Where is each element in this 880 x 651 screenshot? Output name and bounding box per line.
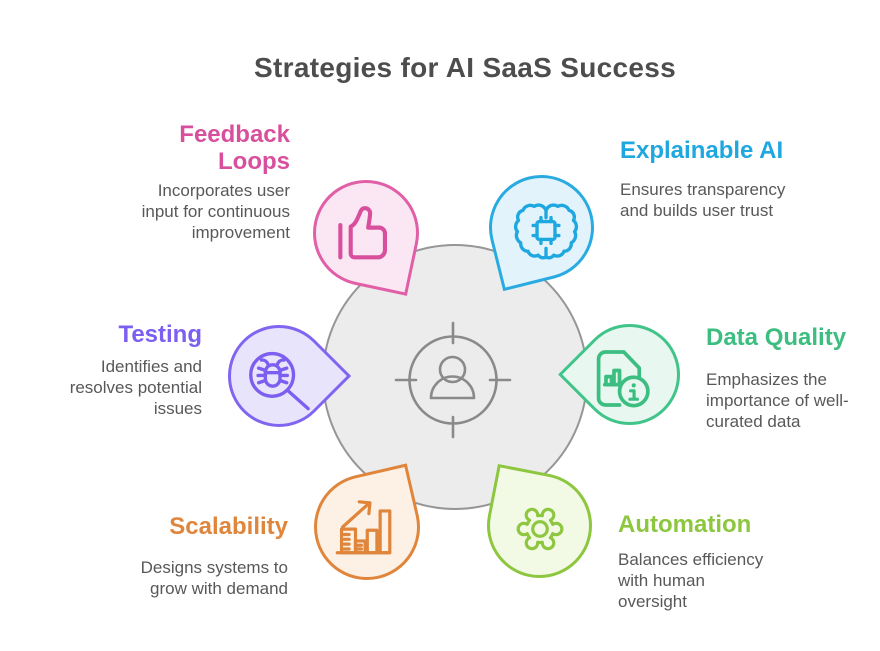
node-title-automation: Automation xyxy=(618,511,752,538)
node-automation: Automation Balances efficiency with huma… xyxy=(618,511,838,612)
node-explainable-ai: Explainable AI Ensures transparency and … xyxy=(620,137,850,221)
page-title: Strategies for AI SaaS Success xyxy=(254,52,676,83)
node-title-scalability: Scalability xyxy=(169,513,288,540)
node-title-feedback-loops: Feedback Loops xyxy=(179,121,290,175)
gear-icon xyxy=(515,504,565,554)
node-desc-data-quality: Emphasizes the importance of well- curat… xyxy=(706,370,849,431)
node-data-quality: Data Quality Emphasizes the importance o… xyxy=(706,324,880,432)
node-desc-scalability: Designs systems to grow with demand xyxy=(140,558,288,598)
node-title-explainable-ai: Explainable AI xyxy=(620,137,784,164)
node-desc-automation: Balances efficiency with human oversight xyxy=(618,550,764,611)
bug-search-icon xyxy=(246,349,314,412)
user-target-icon xyxy=(393,320,513,440)
node-desc-testing: Identifies and resolves potential issues xyxy=(69,357,202,418)
document-info-icon xyxy=(586,344,658,413)
node-desc-feedback-loops: Incorporates user input for continuous i… xyxy=(141,181,290,242)
node-title-testing: Testing xyxy=(118,321,202,348)
node-scalability: Scalability Designs systems to grow with… xyxy=(38,513,288,599)
node-title-data-quality: Data Quality xyxy=(706,324,847,351)
node-desc-explainable-ai: Ensures transparency and builds user tru… xyxy=(620,180,786,220)
brain-chip-icon xyxy=(509,199,583,262)
growth-chart-icon xyxy=(333,497,393,557)
node-feedback-loops: Feedback Loops Incorporates user input f… xyxy=(30,121,290,243)
thumbs-up-icon xyxy=(330,199,405,264)
node-testing: Testing Identifies and resolves potentia… xyxy=(0,321,202,419)
